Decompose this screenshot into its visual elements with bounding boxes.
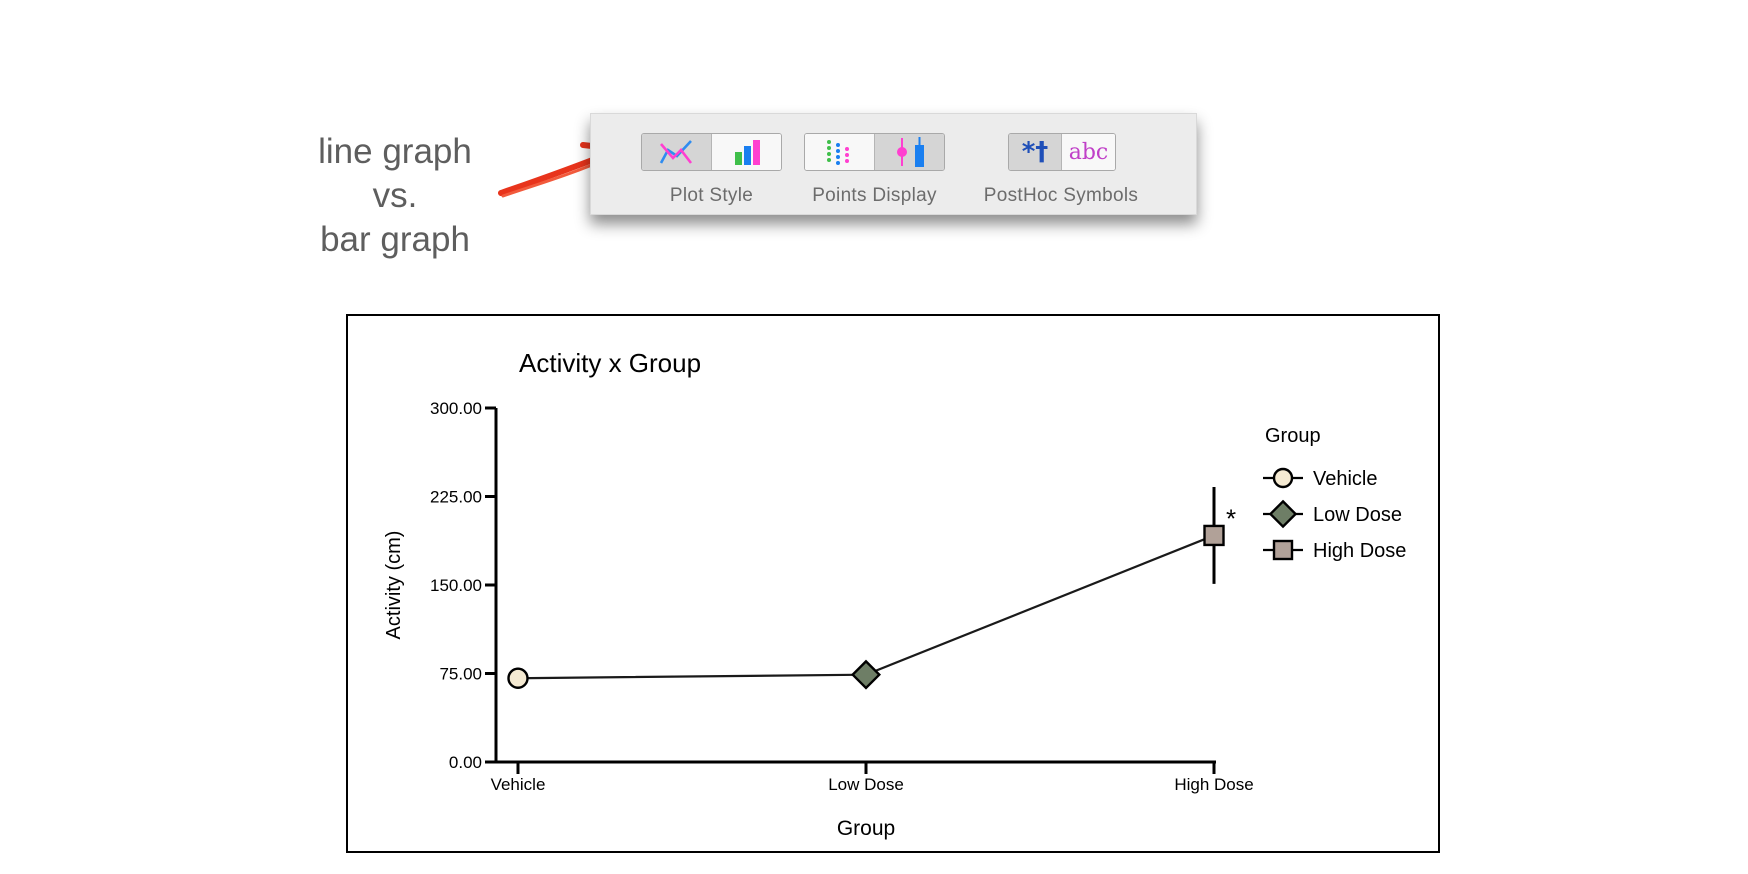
abc-letters-button[interactable]: abc	[1061, 134, 1115, 170]
mean-error-bar-button[interactable]	[874, 134, 944, 170]
plot-style-label: Plot Style	[669, 185, 754, 206]
y-tick-label: 300.00	[430, 399, 482, 418]
asterisk-dagger-symbols-icon: *†	[1021, 137, 1049, 167]
annotation-line: line graph	[318, 132, 472, 171]
legend-marker	[1268, 499, 1298, 529]
legend-label: Vehicle	[1313, 468, 1378, 490]
series-line	[517, 534, 1215, 680]
annotation-line: vs.	[372, 176, 418, 215]
line-graph-icon	[659, 140, 692, 164]
line-chart: Activity x Group 0.00 75.00 150.00 225.00 300…	[383, 348, 1406, 840]
points-display-segmented-control	[804, 133, 945, 171]
y-tick-label: 75.00	[439, 665, 482, 684]
legend-label: High Dose	[1313, 540, 1406, 562]
points-display-label: Points Display	[812, 185, 937, 206]
legend-marker	[1272, 539, 1294, 561]
plot-toolbar: Plot Style	[590, 113, 1197, 215]
significance-marker: *	[1226, 503, 1236, 533]
x-axis-label: Group	[837, 817, 895, 840]
data-point	[507, 667, 529, 689]
posthoc-symbols-group: *† abc PostHoc Symbols	[984, 133, 1144, 207]
annotation-text: line graph vs. bar graph	[305, 130, 485, 262]
bar-graph-button[interactable]	[711, 134, 781, 170]
asterisk-dagger-button[interactable]: *†	[1009, 134, 1061, 170]
chart-title: Activity x Group	[519, 348, 701, 378]
y-tick-label: 0.00	[449, 753, 482, 772]
y-tick-label: 225.00	[430, 488, 482, 507]
y-tick-label: 150.00	[430, 576, 482, 595]
x-tick-label: Vehicle	[491, 775, 546, 794]
data-point	[851, 659, 881, 690]
dot-points-icon	[826, 140, 849, 165]
annotation-line: bar graph	[320, 220, 470, 259]
y-axis-label: Activity (cm)	[383, 531, 405, 640]
mean-error-bar-icon	[896, 137, 924, 167]
legend-title: Group	[1265, 425, 1321, 447]
line-graph-button[interactable]	[642, 134, 711, 170]
legend-label: Low Dose	[1313, 504, 1402, 526]
bar-graph-icon	[734, 140, 760, 165]
points-display-group: Points Display	[804, 133, 945, 207]
x-tick-label: High Dose	[1174, 775, 1253, 794]
legend-marker	[1272, 467, 1294, 489]
chart-frame: Activity x Group 0.00 75.00 150.00 225.00 300…	[346, 314, 1440, 853]
data-point	[1203, 524, 1225, 547]
plot-style-segmented-control	[641, 133, 782, 171]
abc-letters-icon: abc	[1068, 139, 1109, 165]
dot-points-button[interactable]	[805, 134, 874, 170]
x-tick-label: Low Dose	[828, 775, 904, 794]
plot-style-group: Plot Style	[641, 133, 782, 207]
posthoc-symbols-label: PostHoc Symbols	[983, 185, 1139, 206]
posthoc-symbols-segmented-control: *† abc	[1008, 133, 1116, 171]
